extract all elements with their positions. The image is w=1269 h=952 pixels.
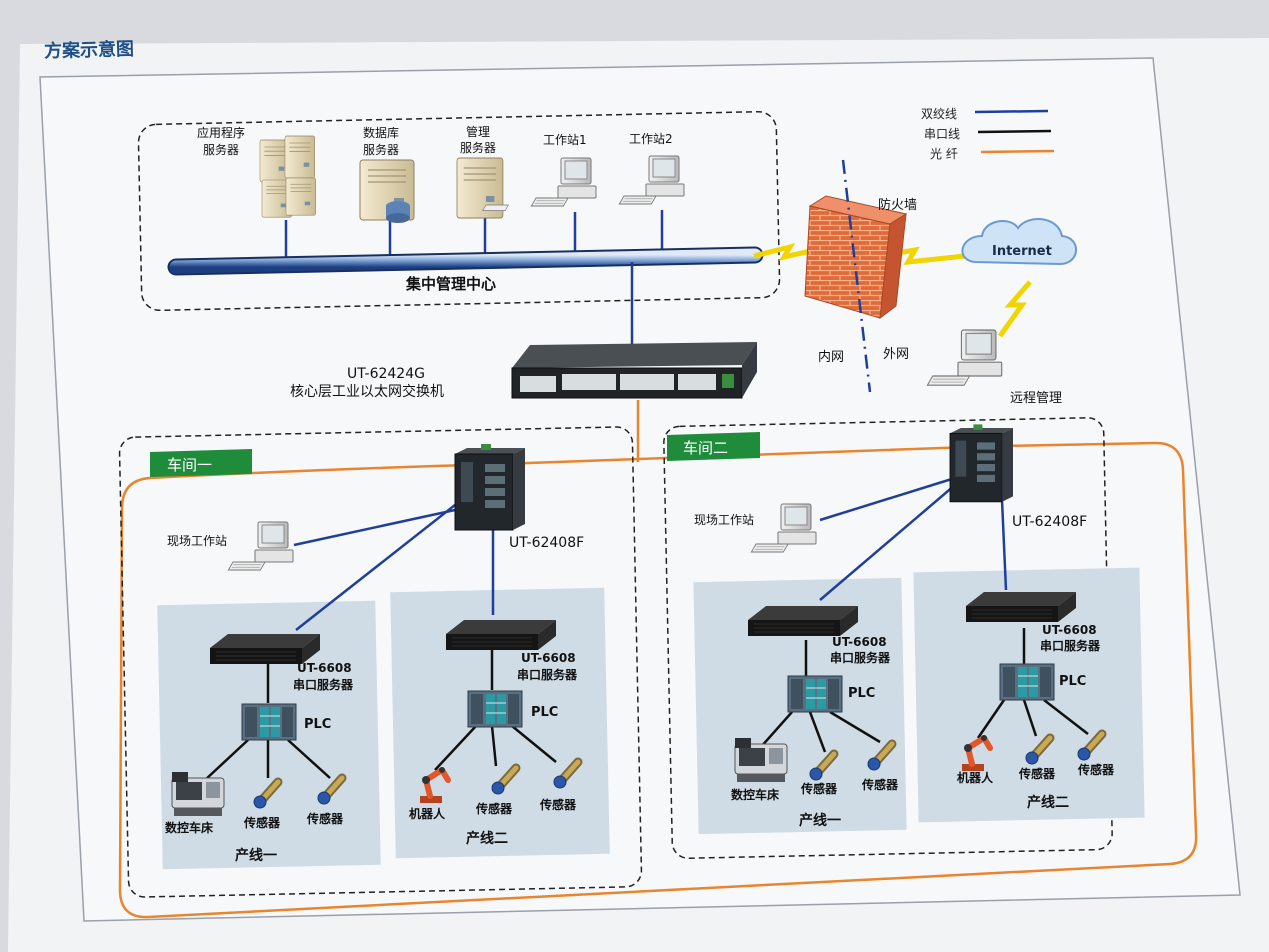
legend-serial-label: 串口线 <box>924 127 960 141</box>
legend-twisted-pair-label: 双绞线 <box>921 106 957 121</box>
workshop1-label: 车间一 <box>167 456 212 474</box>
w2-line1-plc-icon <box>787 675 843 713</box>
w1-line2-sensor1-label: 传感器 <box>475 801 513 816</box>
remote-management-label: 远程管理 <box>1010 391 1062 406</box>
w1-line1-cnc-label: 数控车床 <box>165 820 214 835</box>
w2-line2-plc-icon <box>999 663 1055 701</box>
w1-line2-server-model: UT-6608 <box>521 651 576 665</box>
w2-line1-name: 产线一 <box>799 812 841 829</box>
w2-line2-server-desc: 串口服务器 <box>1040 638 1101 653</box>
w2-ethernet-links <box>819 476 1008 601</box>
w1-line2-sensor2-label: 传感器 <box>539 797 577 812</box>
inner-network-label: 内网 <box>818 349 844 365</box>
management-server-label-2: 服务器 <box>460 140 496 155</box>
internet-cloud-icon <box>961 217 1077 266</box>
w1-line1-cnc-icon <box>171 771 225 817</box>
w2-switch-model: UT-62408F <box>1012 514 1087 530</box>
management-center-label: 集中管理中心 <box>405 275 496 293</box>
legend-fiber-label: 光 纤 <box>930 147 958 161</box>
w1-line1-plc-label: PLC <box>304 717 331 732</box>
database-server-label-2: 服务器 <box>363 142 399 157</box>
workshop1-tab <box>150 449 252 477</box>
w1-line1-name: 产线一 <box>235 847 277 864</box>
core-switch-icon <box>511 342 757 399</box>
w1-line1-server-model: UT-6608 <box>297 661 352 675</box>
w2-switch-icon <box>949 423 1014 503</box>
w1-ethernet-links <box>293 504 495 631</box>
w2-line1-sensor1-label: 传感器 <box>800 781 838 796</box>
w2-line2-server-model: UT-6608 <box>1042 623 1097 637</box>
w2-serial-links <box>759 628 1089 753</box>
w2-line1-plc-label: PLC <box>848 686 875 701</box>
database-server-icon <box>359 159 415 223</box>
management-server-label-1: 管理 <box>466 124 490 139</box>
legend: 双绞线 串口线 光 纤 <box>921 106 1055 161</box>
w1-line1-serial-server-icon <box>209 633 321 665</box>
internet-label: Internet <box>992 244 1052 259</box>
legend-twisted-pair-line <box>974 109 1049 114</box>
w1-switch-icon <box>454 443 526 531</box>
app-server-icon <box>259 135 317 218</box>
w1-line2-plc-icon <box>467 690 523 728</box>
w2-line1-server-model: UT-6608 <box>832 635 887 649</box>
workshop1-box <box>118 426 643 898</box>
workstation1-label: 工作站1 <box>543 133 587 147</box>
management-center-box <box>137 110 781 312</box>
database-server-label-1: 数据库 <box>363 125 399 140</box>
w1-switch-model: UT-62408F <box>509 535 584 551</box>
outer-network-label: 外网 <box>883 347 909 362</box>
network-boundary-line <box>841 159 872 393</box>
w1-line1-plc-icon <box>241 703 297 741</box>
w2-line2-robot-label: 机器人 <box>957 770 994 785</box>
page-title: 方案示意图 <box>43 38 135 63</box>
workshop2-label: 车间二 <box>683 439 728 457</box>
w1-line1-sensor2-label: 传感器 <box>306 811 344 826</box>
w1-line1-sensor1-label: 传感器 <box>243 815 281 830</box>
workshop2-tab <box>667 432 760 461</box>
core-switch-model: UT-62424G <box>347 366 425 382</box>
w2-line2-name: 产线二 <box>1027 794 1069 811</box>
w2-line2-sensor2-label: 传感器 <box>1077 762 1115 777</box>
legend-fiber-line <box>980 149 1055 154</box>
internet-to-remote-link <box>997 280 1032 338</box>
w1-line2-plc-label: PLC <box>531 705 558 720</box>
legend-serial-line <box>977 129 1052 134</box>
w1-line2-server-desc: 串口服务器 <box>517 667 578 682</box>
ethernet-bus-tube <box>169 248 762 274</box>
management-server-icon <box>456 157 509 219</box>
w2-line1-server-desc: 串口服务器 <box>830 650 891 665</box>
w2-line1-sensor2-label: 传感器 <box>861 777 899 792</box>
firewall-label: 防火墙 <box>878 197 917 213</box>
w2-field-workstation-label: 现场工作站 <box>694 513 754 527</box>
firewall-icon <box>804 195 908 320</box>
w1-line2-robot-label: 机器人 <box>409 806 446 821</box>
w2-line2-sensor1-label: 传感器 <box>1018 766 1056 781</box>
workstation2-label: 工作站2 <box>629 132 673 146</box>
w1-line2-name: 产线二 <box>466 830 508 847</box>
w2-line2-plc-label: PLC <box>1059 674 1086 689</box>
server-links <box>284 210 664 258</box>
w1-line2-serial-server-icon <box>445 619 557 651</box>
w1-line1-server-desc: 串口服务器 <box>293 677 354 692</box>
w1-serial-links <box>204 650 557 781</box>
w2-line1-cnc-icon <box>734 737 788 783</box>
w2-line1-serial-server-icon <box>747 605 859 637</box>
w1-field-workstation-label: 现场工作站 <box>167 534 227 548</box>
w2-line2-serial-server-icon <box>965 591 1077 623</box>
bus-to-firewall-link <box>753 243 816 261</box>
w2-line1-cnc-label: 数控车床 <box>731 787 780 802</box>
app-server-label-1: 应用程序 <box>197 125 245 140</box>
app-server-label-2: 服务器 <box>203 142 239 157</box>
core-switch-desc: 核心层工业以太网交换机 <box>290 383 444 400</box>
